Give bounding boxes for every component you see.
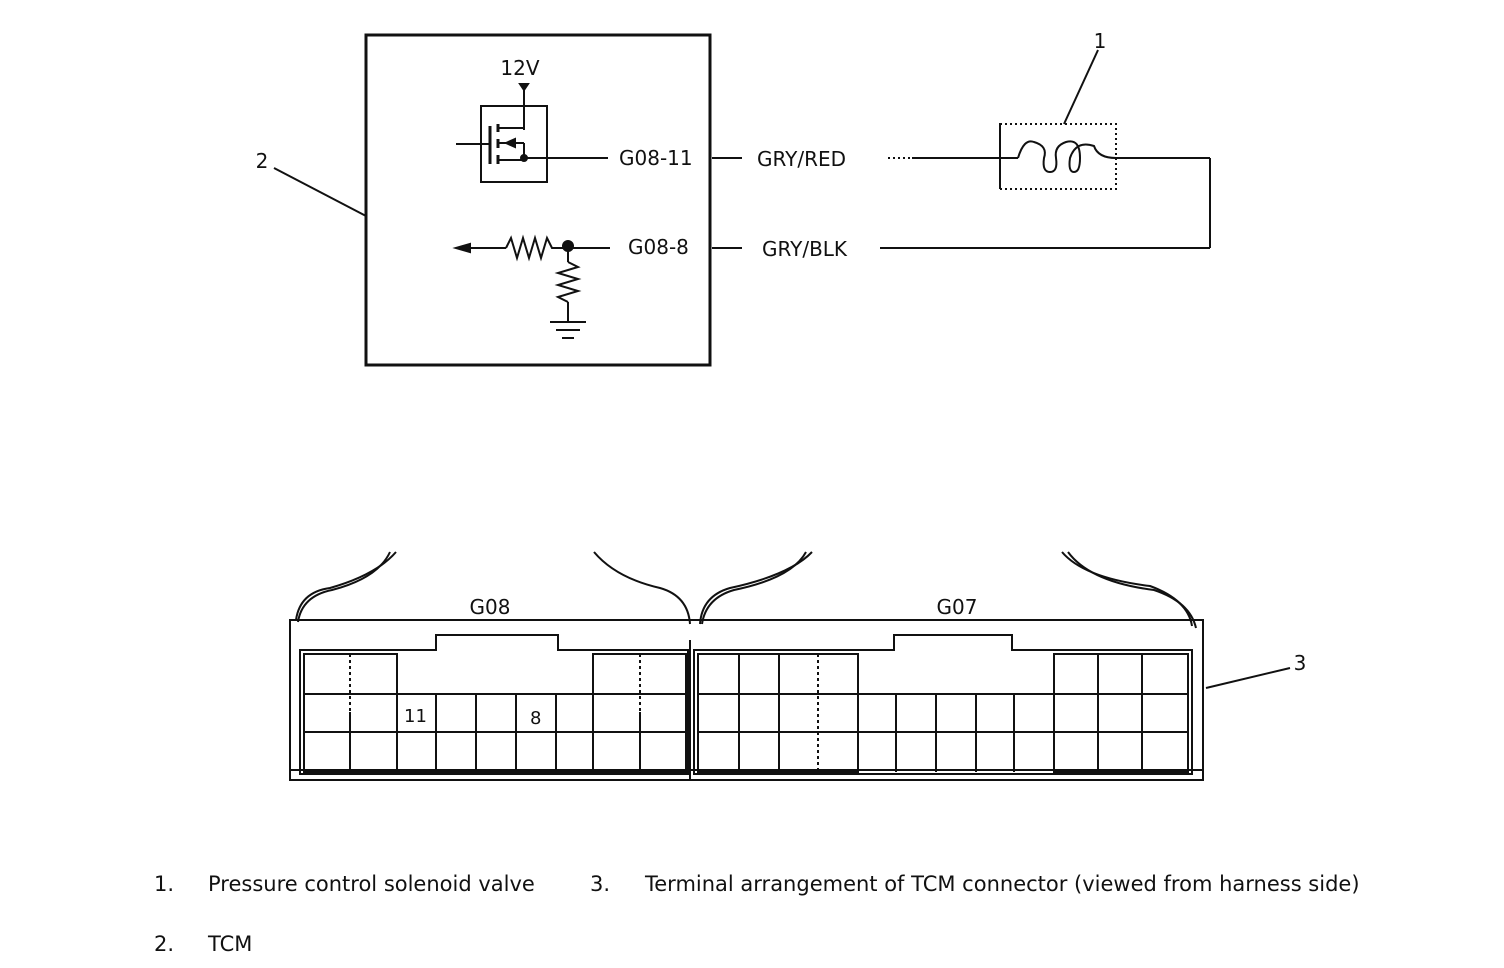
pin-label-g08-8: G08-8 bbox=[628, 235, 689, 259]
legend-num-1: 1. bbox=[154, 872, 175, 896]
tcm-box bbox=[364, 33, 712, 367]
legend-num-2: 2. bbox=[154, 932, 175, 956]
legend-text-3: Terminal arrangement of TCM connector (v… bbox=[645, 872, 1360, 896]
terminal-label-8: 8 bbox=[530, 708, 541, 729]
callout-3-leader bbox=[1205, 667, 1291, 689]
solenoid-coil bbox=[999, 123, 1117, 190]
callout-1: 1 bbox=[1094, 29, 1107, 53]
pin-label-g08-11: G08-11 bbox=[619, 146, 693, 170]
supply-voltage-label: 12V bbox=[500, 56, 539, 80]
wire-label-gry-blk: GRY/BLK bbox=[762, 237, 848, 261]
callout-3: 3 bbox=[1294, 651, 1307, 675]
callout-1-leader bbox=[1063, 49, 1099, 125]
connector-outline bbox=[289, 619, 1204, 781]
connector-block-g08: G08 bbox=[470, 595, 511, 619]
legend-text-1: Pressure control solenoid valve bbox=[208, 872, 535, 896]
legend-num-3: 3. bbox=[590, 872, 611, 896]
connector-block-g07: G07 bbox=[937, 595, 978, 619]
legend-text-2: TCM bbox=[208, 932, 253, 956]
wire-label-gry-red: GRY/RED bbox=[757, 147, 846, 171]
callout-2: 2 bbox=[256, 149, 269, 173]
terminal-label-11: 11 bbox=[404, 706, 427, 727]
callout-2-leader bbox=[273, 167, 367, 217]
